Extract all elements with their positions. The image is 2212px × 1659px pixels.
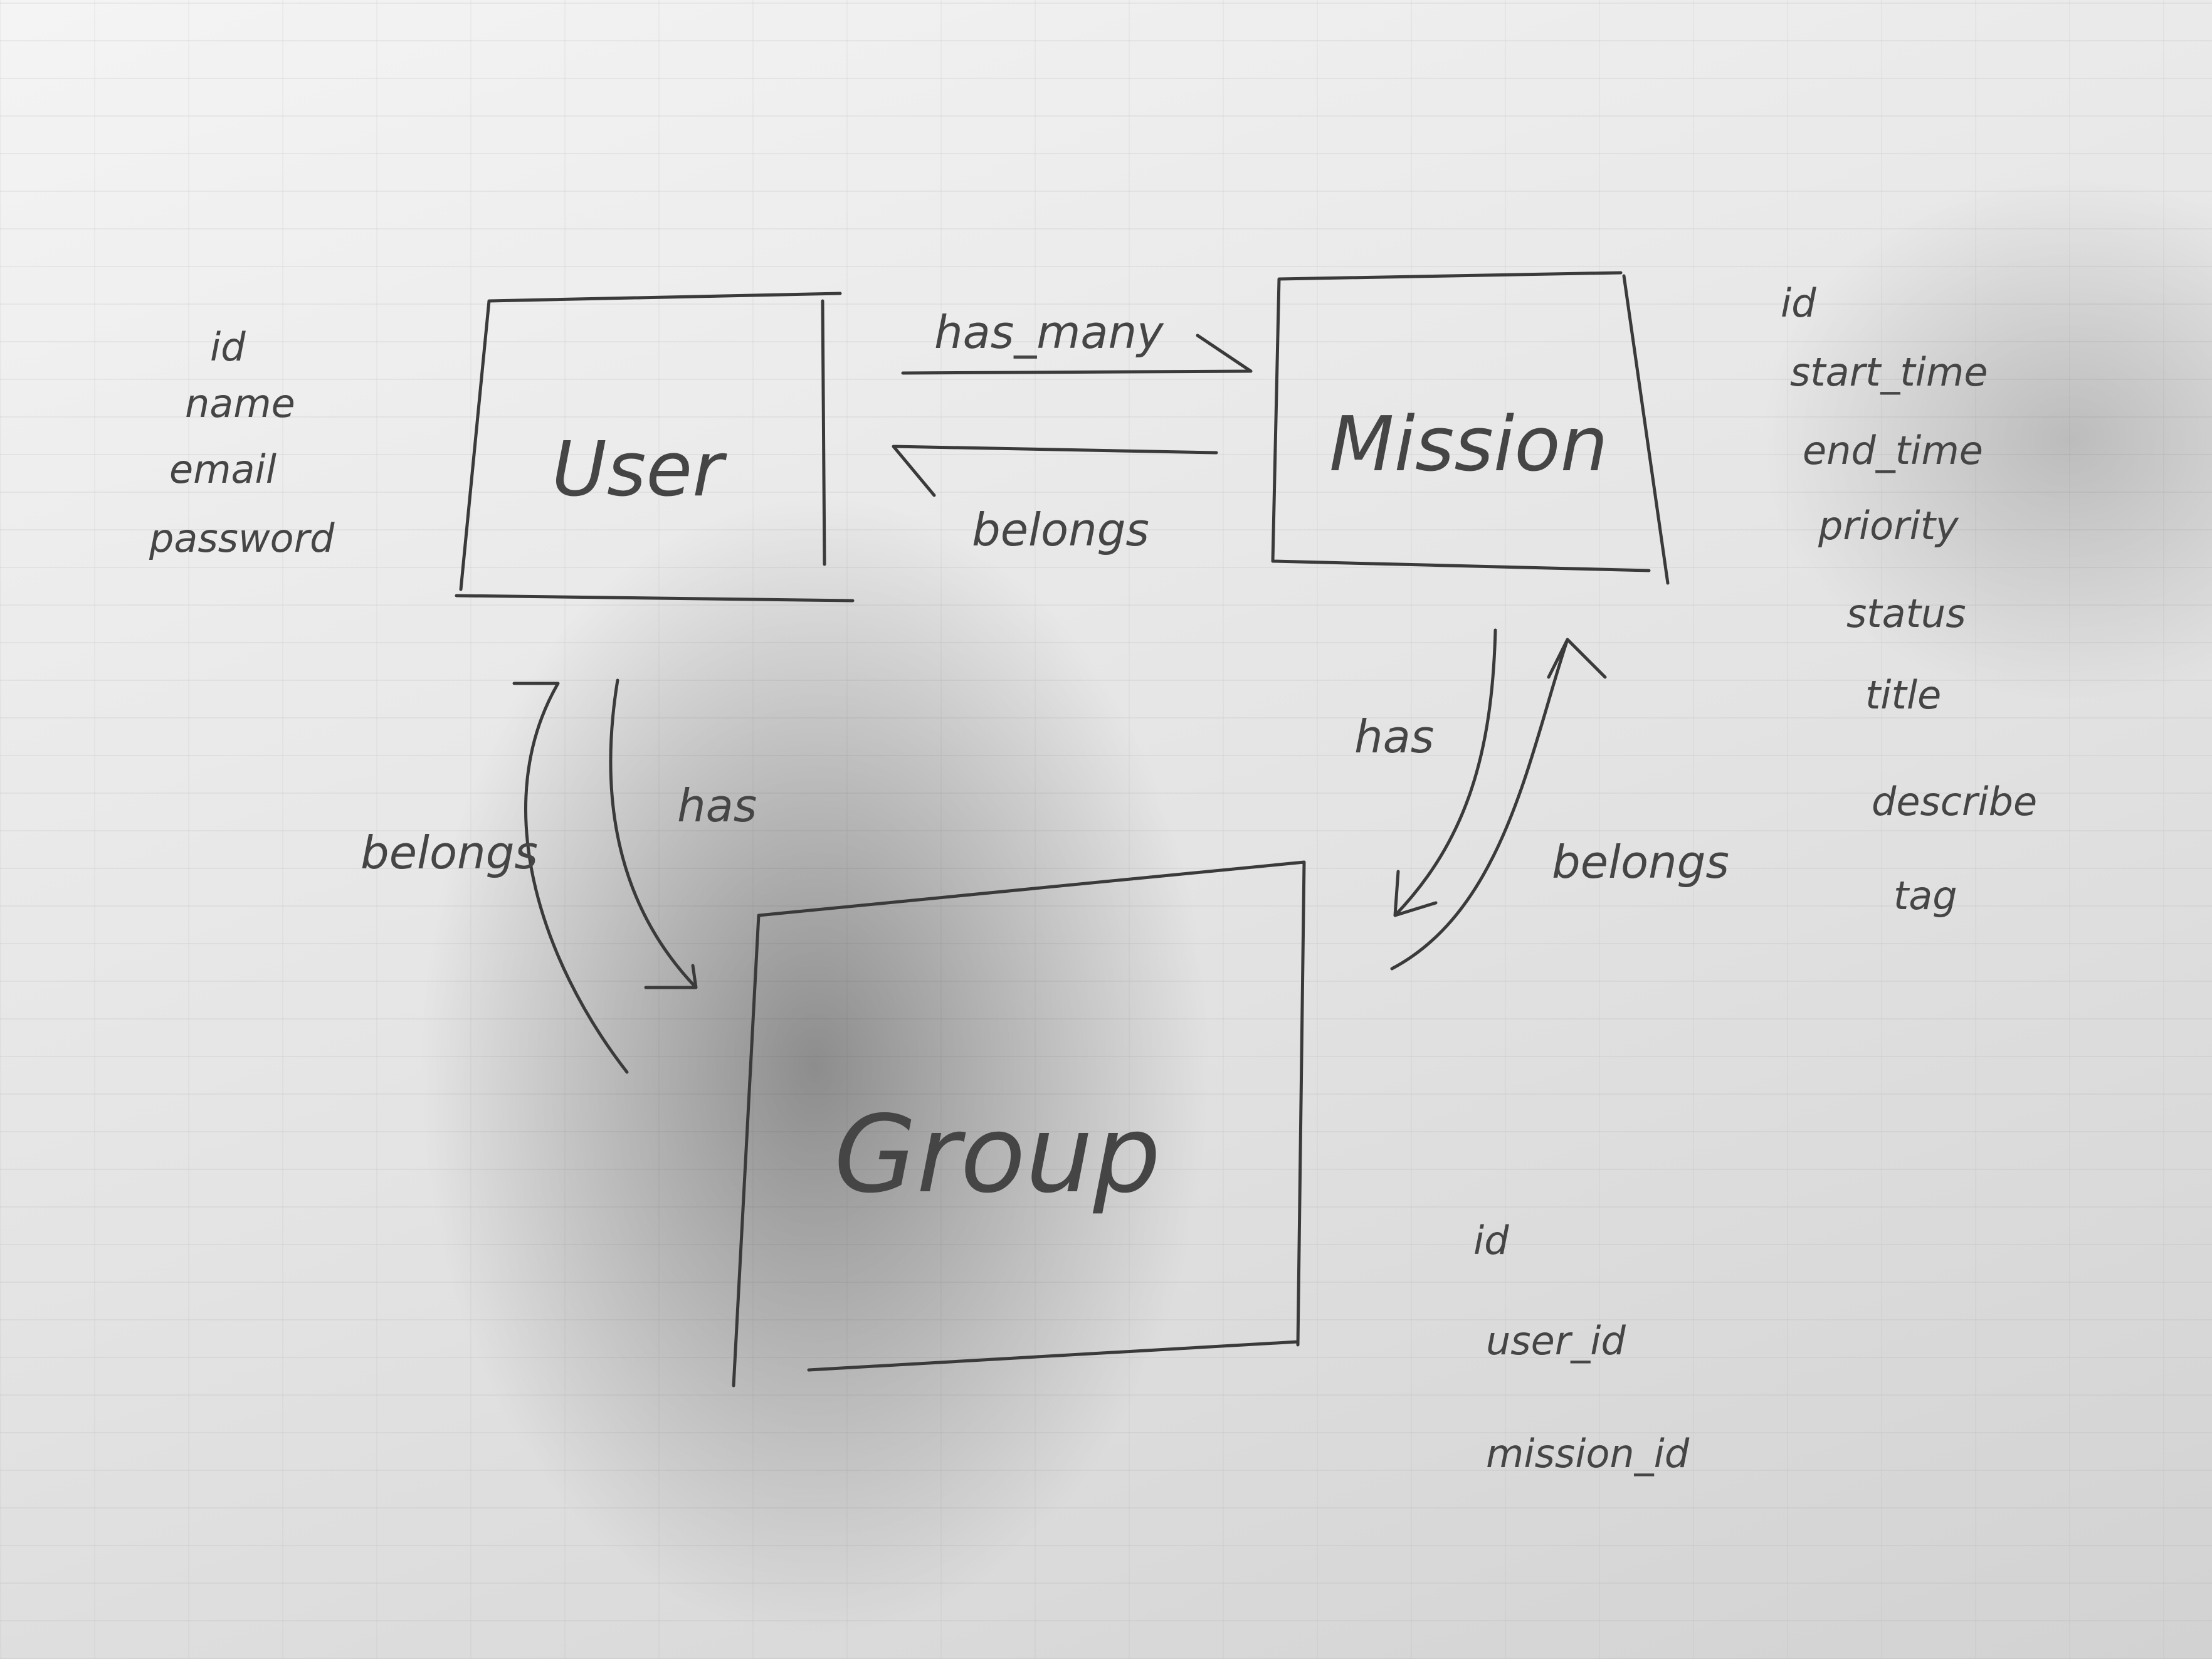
user-entity: User — [455, 292, 855, 603]
mission-group-belongs-arrow — [1390, 638, 1607, 971]
mission-label: Mission — [1329, 401, 1608, 488]
user-field: email — [169, 446, 276, 492]
mission-field: status — [1846, 591, 1966, 636]
mission-fields: id start_time end_time priority status t… — [1781, 280, 2037, 919]
user-group-belongs-arrow — [512, 682, 629, 1074]
mission-field: priority — [1818, 503, 1959, 549]
mission-entity: Mission — [1271, 271, 1670, 585]
user-field: id — [210, 324, 246, 370]
mission-field: start_time — [1790, 349, 1988, 395]
group-label: Group — [834, 1093, 1161, 1217]
user-group-has-label: has — [677, 779, 757, 832]
mission-field: title — [1865, 672, 1941, 718]
user-label: User — [552, 426, 727, 514]
mission-box — [1271, 271, 1670, 585]
user-group-has-arrow — [609, 678, 698, 989]
group-field: user_id — [1486, 1318, 1626, 1364]
has-many-arrow — [901, 334, 1253, 375]
mission-field: describe — [1872, 779, 2037, 824]
mission-field: tag — [1893, 873, 1957, 919]
mission-group-has-arrow — [1393, 628, 1497, 917]
group-entity: Group — [732, 860, 1306, 1388]
mission-group-belongs-label: belongs — [1552, 836, 1729, 888]
relation-user-group: belongs has — [361, 678, 757, 1074]
belongs-label-top: belongs — [972, 503, 1149, 556]
mission-field: id — [1781, 280, 1816, 326]
group-box — [732, 860, 1306, 1388]
has-many-label: has_many — [934, 306, 1164, 359]
user-box — [455, 292, 855, 603]
group-fields: id user_id mission_id — [1473, 1218, 1690, 1477]
group-field: id — [1473, 1218, 1509, 1263]
mission-group-has-label: has — [1354, 710, 1434, 763]
user-fields: id name email password — [149, 324, 335, 561]
user-field: name — [185, 381, 295, 426]
user-field: password — [149, 515, 335, 561]
mission-field: end_time — [1803, 428, 1983, 473]
relation-mission-group: has belongs — [1354, 628, 1729, 971]
belongs-arrow — [892, 445, 1218, 497]
relation-user-mission: has_many belongs — [892, 306, 1253, 556]
user-group-belongs-label: belongs — [361, 826, 538, 879]
group-field: mission_id — [1486, 1431, 1690, 1477]
